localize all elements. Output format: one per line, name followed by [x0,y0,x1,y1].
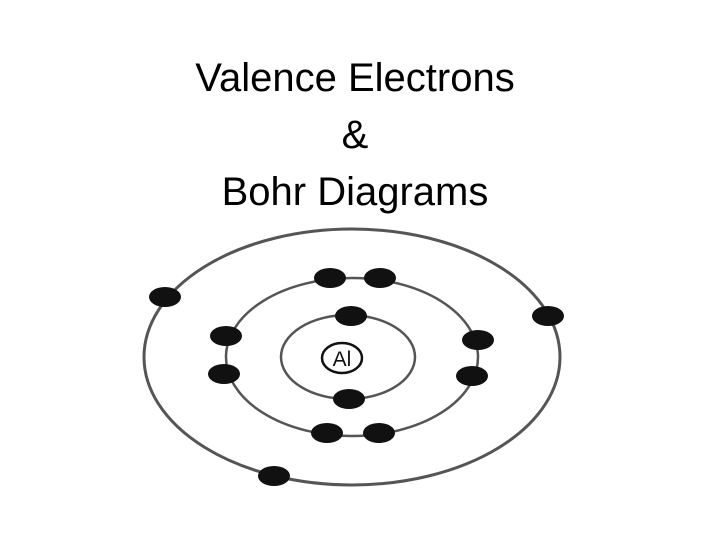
orbit-shell-2 [224,276,480,438]
electron-shell-1 [333,389,365,409]
nucleus-label: Al [333,348,352,371]
electron-shell-2 [311,423,343,443]
electron-shell-2 [314,268,346,288]
nucleus: Al [320,341,364,375]
electrons [149,268,564,486]
electron-shell-2 [208,364,240,384]
electron-shell-3 [149,287,181,307]
electron-shell-1 [335,306,367,326]
electron-shell-2 [363,423,395,443]
electron-shell-3 [258,466,290,486]
electron-shell-3 [532,306,564,326]
electron-shell-2 [210,326,242,346]
nucleus-circle [320,341,364,375]
orbit-shell-3 [142,227,562,487]
electron-shell-2 [456,366,488,386]
electron-shell-2 [364,268,396,288]
title-line-1: Valence Electrons [195,56,515,100]
electron-shell-2 [462,330,494,350]
title-line-3: Bohr Diagrams [221,170,489,214]
slide-title: Valence Electrons & Bohr Diagrams [0,50,710,221]
title-line-2: & [341,113,369,157]
